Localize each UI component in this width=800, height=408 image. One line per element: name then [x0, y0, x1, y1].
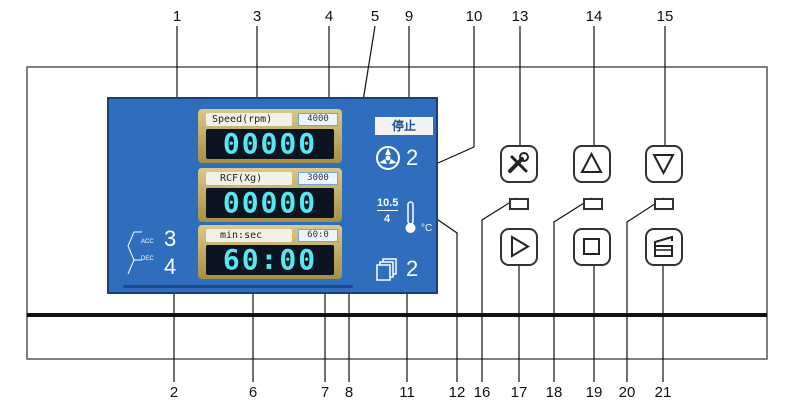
callout-16: 16: [473, 384, 491, 401]
acc-dec-bracket-icon: [127, 231, 142, 275]
callout-15: 15: [656, 8, 674, 25]
callout-5: 5: [370, 8, 380, 25]
callout-9: 9: [404, 8, 414, 25]
rcf-setpoint: 3000: [298, 172, 338, 185]
stop-square-icon: [583, 238, 600, 255]
callout-21: 21: [654, 384, 672, 401]
run-status-badge: 停止: [375, 117, 433, 135]
callout-8: 8: [344, 384, 354, 401]
callout-17: 17: [510, 384, 528, 401]
start-button[interactable]: [500, 228, 538, 266]
play-icon: [511, 235, 530, 258]
speed-setpoint: 4000: [298, 113, 338, 126]
time-label: min:sec: [206, 229, 292, 242]
settings-button[interactable]: [500, 145, 538, 183]
callout-14: 14: [585, 8, 603, 25]
callout-3: 3: [252, 8, 262, 25]
callout-11: 11: [399, 384, 415, 401]
lid-open-button[interactable]: [645, 228, 683, 266]
rcf-value: 00000: [206, 188, 334, 218]
callout-7: 7: [320, 384, 330, 401]
callout-10: 10: [465, 8, 483, 25]
callout-18: 18: [545, 384, 563, 401]
rotor-icon: [376, 146, 400, 170]
acc-label: ACC: [141, 239, 154, 245]
lid-indicator-led: [654, 198, 674, 210]
triangle-up-icon: [580, 151, 603, 173]
program-icon: [376, 258, 397, 281]
device-outline: [26, 66, 768, 360]
dec-value: 4: [164, 254, 177, 279]
leader-lines-bottom: [173, 197, 665, 382]
thermometer-icon: [405, 201, 416, 233]
callout-6: 6: [248, 384, 258, 401]
time-panel: min:sec 60:0 60:00: [198, 225, 342, 279]
up-button[interactable]: [573, 145, 611, 183]
temp-setpoint: 4: [384, 213, 391, 225]
tools-icon: [508, 152, 529, 173]
rotor-number: 2: [406, 145, 419, 170]
callout-12: 12: [448, 384, 466, 401]
callout-4: 4: [324, 8, 334, 25]
rcf-label: RCF(Xg): [206, 172, 292, 185]
time-value: 60:00: [206, 245, 334, 275]
program-number: 2: [406, 256, 419, 281]
callout-1: 1: [172, 8, 182, 25]
rcf-panel: RCF(Xg) 3000 00000: [198, 168, 342, 222]
stop-button[interactable]: [573, 228, 611, 266]
time-setpoint: 60:0: [298, 229, 338, 242]
lid-open-icon: [654, 235, 673, 257]
callout-19: 19: [585, 384, 603, 401]
start-indicator-led: [509, 198, 529, 210]
speed-panel: Speed(rpm) 4000 00000: [198, 109, 342, 163]
dec-label: DEC: [141, 256, 154, 262]
acc-value: 3: [164, 226, 177, 251]
speed-label: Speed(rpm): [206, 113, 292, 126]
callout-2: 2: [169, 384, 179, 401]
callout-13: 13: [511, 8, 529, 25]
down-button[interactable]: [645, 145, 683, 183]
triangle-down-icon: [652, 154, 675, 176]
screen-bottom-bar: [123, 285, 353, 288]
callout-20: 20: [618, 384, 636, 401]
speed-value: 00000: [206, 129, 334, 159]
temp-actual: 10.5: [377, 197, 399, 211]
stop-indicator-led: [583, 198, 603, 210]
temp-unit: °C: [421, 223, 433, 234]
